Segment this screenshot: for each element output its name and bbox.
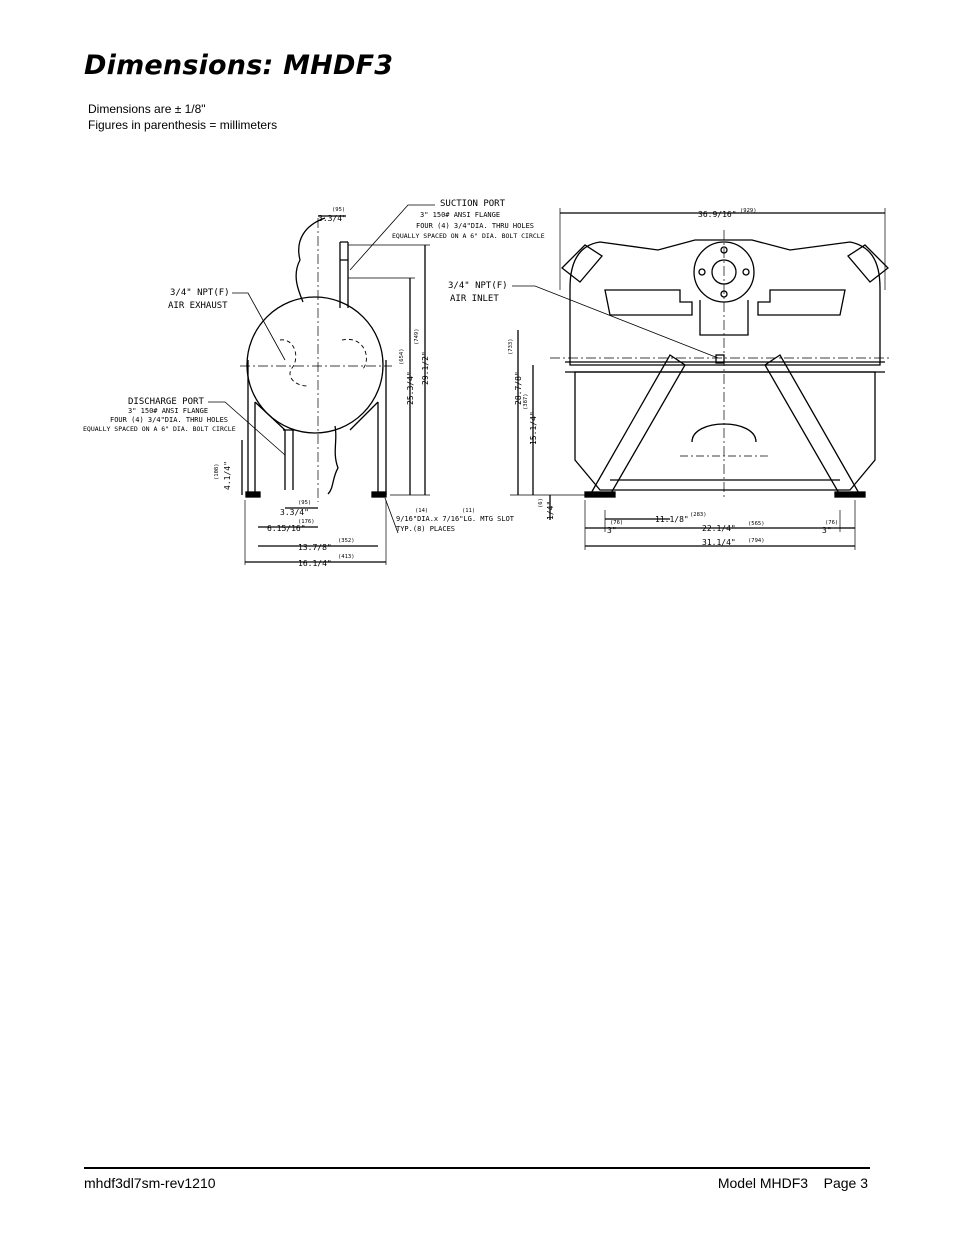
footer-divider	[84, 1167, 870, 1169]
front-b2: 22.1/4"	[702, 524, 736, 533]
suction-port-label: SUCTION PORT	[440, 199, 506, 209]
top-dim: 3.3/4"	[318, 214, 347, 223]
side-h1: 25.3/4"	[406, 371, 415, 405]
air-inlet-size: 3/4" NPT(F)	[448, 281, 508, 291]
side-h1-mm: (654)	[399, 348, 405, 365]
front-h1: 28.7/8"	[514, 371, 523, 405]
model-page-label: Model MHDF3 Page 3	[717, 1175, 868, 1191]
discharge-flange-label: 3" 150# ANSI FLANGE	[128, 407, 208, 415]
side-d3-mm: (352)	[338, 538, 355, 544]
air-inlet-label: AIR INLET	[450, 294, 499, 304]
front-b1-mm: (283)	[690, 512, 707, 518]
slot-count: TYP.(8) PLACES	[396, 525, 455, 533]
suction-flange-label: 3" 150# ANSI FLANGE	[420, 211, 500, 219]
side-d2-mm: (176)	[298, 519, 315, 525]
side-d2: 6.15/16"	[267, 524, 306, 533]
slot-mm-a: (14)	[415, 508, 428, 514]
discharge-port-label: DISCHARGE PORT	[128, 397, 204, 407]
front-b3: 31.1/4"	[702, 538, 736, 547]
front-b3-mm: (794)	[748, 538, 765, 544]
document-code: mhdf3dl7sm-rev1210	[84, 1175, 216, 1191]
side-h-left: 4.1/4"	[223, 461, 232, 490]
front-h2: 15.1/4"	[529, 411, 538, 445]
front-width: 36.9/16"	[698, 210, 737, 219]
suction-circle-label: EQUALLY SPACED ON A 6" DIA. BOLT CIRCLE	[392, 232, 545, 240]
air-exhaust-label: AIR EXHAUST	[168, 301, 228, 311]
front-side-l-mm: (76)	[610, 520, 623, 526]
front-h3-mm: (6)	[538, 498, 544, 508]
slot-mm-b: (11)	[462, 508, 475, 514]
air-exhaust-size: 3/4" NPT(F)	[170, 288, 230, 298]
front-h2-mm: (387)	[523, 393, 529, 410]
front-b1: 11.1/8"	[655, 515, 689, 524]
side-h2: 29.1/2"	[421, 351, 430, 385]
front-width-mm: (929)	[740, 208, 757, 214]
side-d1-mm: (95)	[298, 500, 311, 506]
side-d4: 16.1/4"	[298, 559, 332, 568]
side-h-left-mm: (108)	[214, 463, 220, 480]
front-side-l: 3"	[607, 526, 617, 535]
page-title: Dimensions: MHDF3	[84, 50, 394, 81]
side-d3: 13.7/8"	[298, 543, 332, 552]
tolerance-note: Dimensions are ± 1/8"	[88, 102, 206, 116]
front-view	[510, 208, 890, 550]
side-d1: 3.3/4"	[280, 508, 309, 517]
front-side-r-mm: (76)	[825, 520, 838, 526]
side-d4-mm: (413)	[338, 554, 355, 560]
discharge-circle-label: EQUALLY SPACED ON A 6" DIA. BOLT CIRCLE	[83, 425, 236, 433]
slot-size: 9/16"DIA.x 7/16"LG. MTG SLOT	[396, 515, 515, 523]
front-side-r: 3"	[822, 526, 832, 535]
front-h3: 1/4"	[546, 501, 555, 520]
front-b2-mm: (565)	[748, 521, 765, 527]
side-view	[208, 204, 435, 565]
side-h2-mm: (749)	[414, 328, 420, 345]
top-dim-mm: (95)	[332, 207, 345, 213]
dimension-drawing: SUCTION PORT 3" 150# ANSI FLANGE FOUR (4…	[83, 199, 890, 568]
units-note: Figures in parenthesis = millimeters	[88, 118, 278, 132]
front-h1-mm: (733)	[508, 338, 514, 355]
suction-holes-label: FOUR (4) 3/4"DIA. THRU HOLES	[416, 222, 534, 230]
discharge-holes-label: FOUR (4) 3/4"DIA. THRU HOLES	[110, 416, 228, 424]
